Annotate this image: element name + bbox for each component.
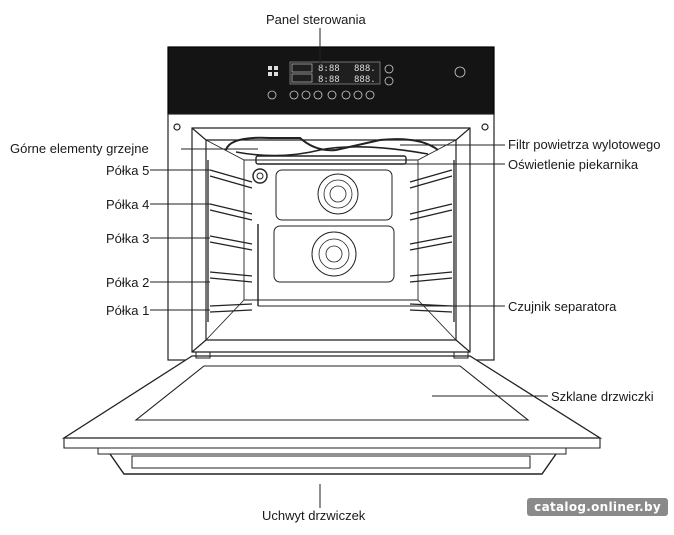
- label-upper-heating-elements: Górne elementy grzejne: [10, 141, 149, 156]
- leader-lines: [150, 28, 548, 508]
- minus-button[interactable]: [384, 76, 394, 86]
- label-glass-door: Szklane drzwiczki: [551, 389, 654, 404]
- label-shelf-3: Półka 3: [106, 231, 150, 246]
- display-left-top: 8:88: [318, 64, 340, 74]
- oven-body: [167, 113, 495, 361]
- plus-button[interactable]: [384, 64, 394, 74]
- display-right-top: 888.: [354, 64, 376, 74]
- door-handle: [109, 453, 557, 475]
- label-door-handle: Uchwyt drzwiczek: [262, 508, 366, 523]
- oven-light: [252, 168, 268, 184]
- glass-door: [61, 355, 603, 439]
- upper-heating-element: [225, 136, 439, 152]
- control-panel-details: 8:88 8:88 888. 888.: [267, 61, 466, 100]
- label-oven-light: Oświetlenie piekarnika: [508, 157, 639, 172]
- label-exhaust-filter: Filtr powietrza wylotowego: [508, 137, 661, 152]
- label-shelf-1: Półka 1: [106, 303, 150, 318]
- label-shelf-4: Półka 4: [106, 197, 150, 212]
- label-shelf-5: Półka 5: [106, 163, 150, 178]
- label-separator-sensor: Czujnik separatora: [508, 299, 617, 314]
- power-button[interactable]: [267, 90, 277, 100]
- label-control-panel: Panel sterowania: [266, 12, 366, 27]
- start-button[interactable]: [454, 66, 466, 78]
- label-shelf-2: Półka 2: [106, 275, 150, 290]
- watermark: catalog.onliner.by: [527, 498, 668, 516]
- right-shelf-rails: [409, 160, 455, 322]
- display-right-bottom: 888.: [354, 75, 376, 85]
- left-shelf-rails: [207, 160, 253, 322]
- display-left-bottom: 8:88: [318, 75, 340, 85]
